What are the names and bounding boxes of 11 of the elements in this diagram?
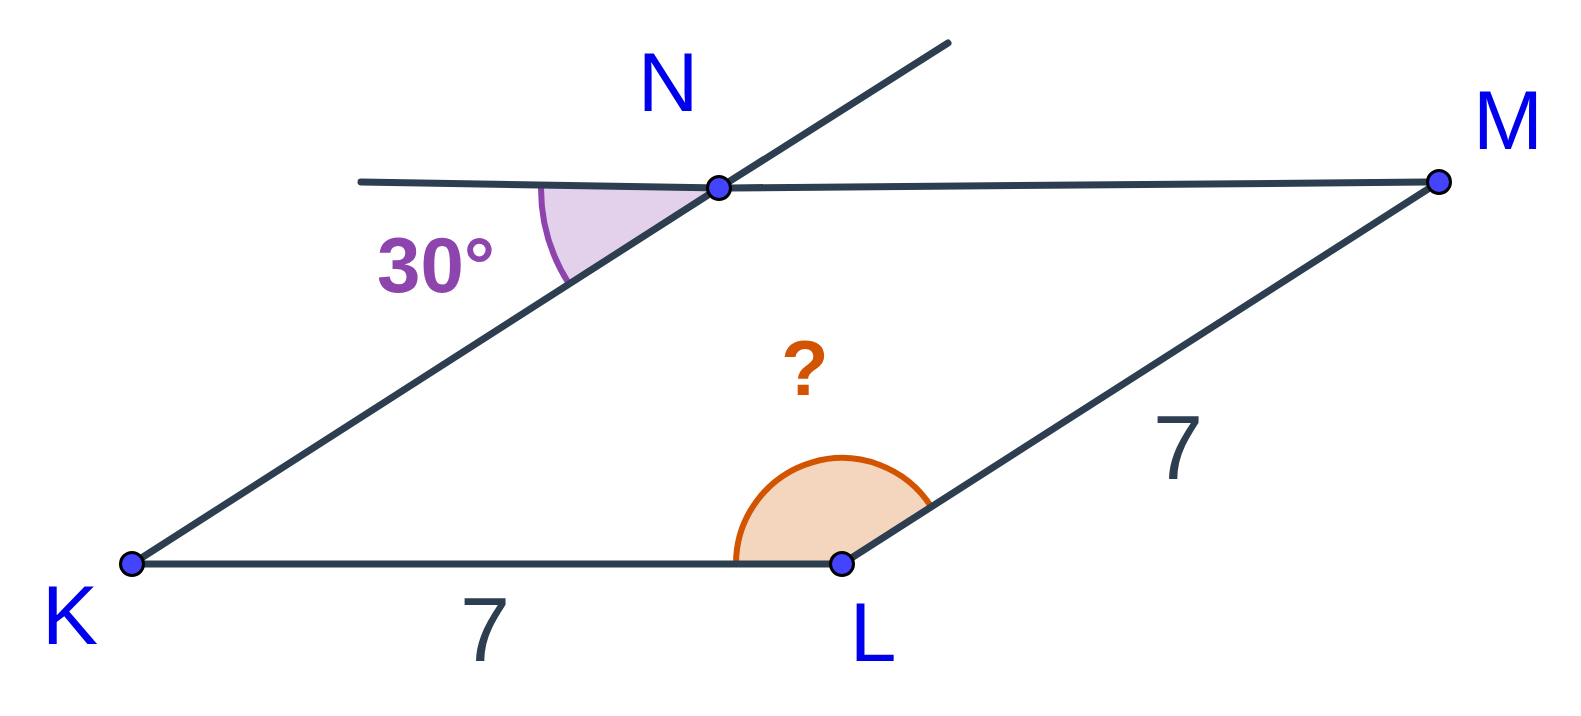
point-label: N bbox=[636, 40, 700, 124]
side-length: 7 bbox=[1153, 403, 1204, 493]
point-label: L bbox=[848, 590, 898, 674]
point-label: K bbox=[41, 573, 99, 657]
unknown-angle-mark: ? bbox=[781, 329, 829, 407]
line-segment bbox=[139, 191, 712, 561]
line-segment bbox=[849, 185, 1432, 561]
point-label: M bbox=[1473, 78, 1537, 162]
line-segment bbox=[726, 39, 952, 185]
side-length: 7 bbox=[460, 585, 511, 675]
angle-value: 30° bbox=[377, 226, 495, 304]
